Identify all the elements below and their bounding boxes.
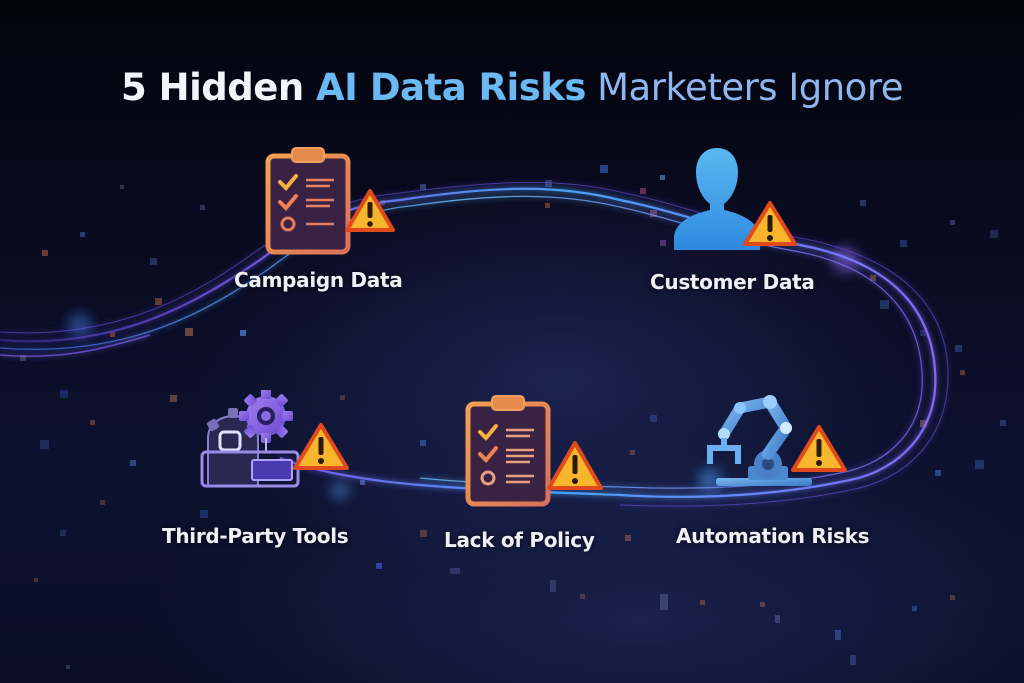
particle-field xyxy=(20,165,1006,669)
user-silhouette-icon xyxy=(674,148,760,250)
title-part-ai-data-risks: AI Data Risks xyxy=(316,66,586,109)
warning-triangle-icon xyxy=(743,201,797,246)
title-part-marketers-ignore: Marketers Ignore xyxy=(585,66,903,109)
gears-machine-icon xyxy=(200,390,300,488)
item-label: Lack of Policy xyxy=(444,528,595,552)
robot-arm-icon xyxy=(707,395,812,486)
warning-triangle-icon xyxy=(293,423,349,470)
item-label: Campaign Data xyxy=(234,268,403,292)
title-part-hidden: 5 Hidden xyxy=(120,66,317,109)
warning-triangle-icon xyxy=(791,425,847,472)
clipboard-checklist-icon xyxy=(465,395,551,507)
warning-triangle-icon xyxy=(345,189,395,232)
item-label: Automation Risks xyxy=(676,524,870,548)
clipboard-checklist-icon xyxy=(265,147,351,255)
item-label: Third-Party Tools xyxy=(162,524,349,548)
item-label: Customer Data xyxy=(650,270,815,294)
warning-triangle-icon xyxy=(547,441,603,490)
page-title: 5 Hidden AI Data Risks Marketers Ignore xyxy=(0,64,1024,112)
